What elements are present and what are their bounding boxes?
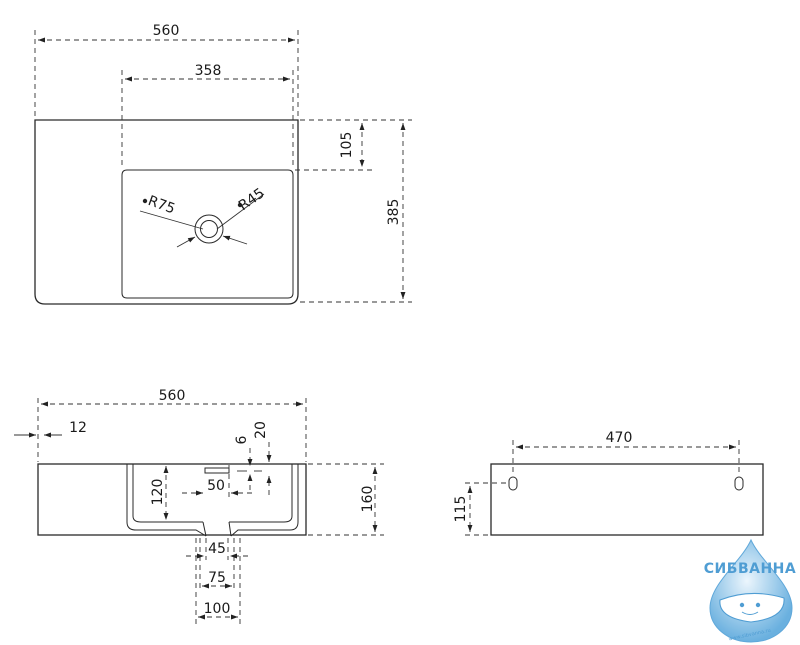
dim-top-inner-width: 358 xyxy=(195,63,222,79)
drain-outer-circle xyxy=(194,214,224,244)
right-mount-hole xyxy=(237,202,243,208)
top-view xyxy=(34,30,412,305)
right-radius-leader xyxy=(216,193,265,230)
left-mount-hole xyxy=(142,198,148,204)
drain-left-arrow xyxy=(176,236,196,248)
side-view xyxy=(465,440,764,536)
dim-top-width: 560 xyxy=(153,23,180,39)
sibvanna-watermark: СИБВАННА www.sibvanna.ru xyxy=(704,538,796,643)
dim-drain-45: 45 xyxy=(208,541,226,557)
bathtub-mascot-icon xyxy=(719,592,785,623)
dim-front-width: 560 xyxy=(159,388,186,404)
dim-front-overflow-length: 50 xyxy=(207,478,225,494)
mascot-eye-icon xyxy=(739,602,745,608)
dim-top-inset: 105 xyxy=(339,132,355,159)
dim-drain-75: 75 xyxy=(208,570,226,586)
dim-top-depth: 385 xyxy=(386,199,402,226)
front-view-outline xyxy=(37,463,307,536)
drain-inner-circle xyxy=(200,220,218,238)
drain-right-arrow xyxy=(222,235,248,245)
front-view-basin-inner xyxy=(132,464,293,523)
side-view-outline xyxy=(490,463,764,536)
dim-front-basin-depth: 120 xyxy=(150,479,166,506)
hole-right-radius: R45 xyxy=(236,185,268,214)
overflow-slot xyxy=(204,467,230,474)
front-view-basin-section xyxy=(126,464,299,537)
dim-front-overflow-top: 20 xyxy=(253,421,269,439)
dim-front-wall: 12 xyxy=(69,420,87,436)
mascot-smile-icon xyxy=(741,611,759,615)
dim-side-mount-height: 115 xyxy=(453,496,469,523)
dim-front-height: 160 xyxy=(360,486,376,513)
drain-wall-left xyxy=(202,521,207,537)
dim-drain-100: 100 xyxy=(204,601,231,617)
watermark-brand: СИБВАННА xyxy=(704,561,796,577)
left-mounting-slot xyxy=(508,476,518,491)
dim-side-width: 470 xyxy=(606,430,633,446)
top-view-outline xyxy=(34,119,299,305)
front-view xyxy=(14,398,384,626)
mascot-eye-icon xyxy=(755,602,761,608)
dim-front-overflow-height: 6 xyxy=(234,435,250,444)
drain-wall-right xyxy=(228,521,232,537)
left-radius-leader xyxy=(139,210,204,230)
water-drop-icon xyxy=(709,538,793,643)
top-view-basin xyxy=(121,169,294,299)
right-mounting-slot xyxy=(734,476,744,491)
